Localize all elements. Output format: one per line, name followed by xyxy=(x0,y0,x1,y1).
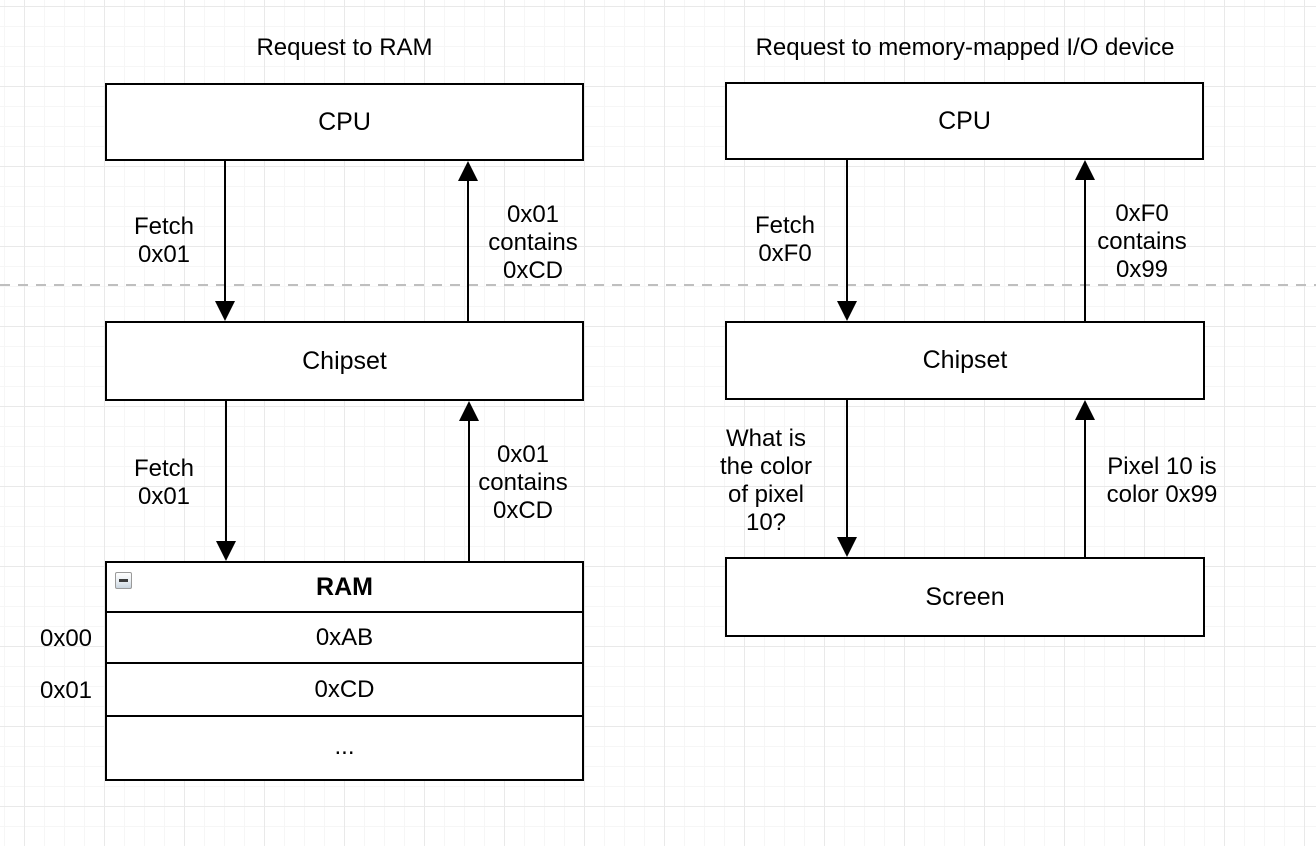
right-arrowhead-cpu-to-chipset xyxy=(837,301,857,321)
ram-table-header: RAM xyxy=(107,563,582,613)
right-screen-box[interactable]: Screen xyxy=(725,557,1205,637)
ram-cell-value: 0xCD xyxy=(314,675,375,703)
left-chipset-label: Chipset xyxy=(302,346,387,375)
ram-table[interactable]: RAM 0xAB 0xCD ... xyxy=(105,561,584,781)
right-arrow-chipset-to-screen xyxy=(846,400,848,539)
left-arrowhead-cpu-to-chipset xyxy=(215,301,235,321)
right-cpu-label: CPU xyxy=(938,106,991,135)
collapse-minus-icon[interactable] xyxy=(115,572,132,589)
right-edge-label-pixel-question: What is the color of pixel 10? xyxy=(719,425,813,536)
ram-row-1[interactable]: 0xCD xyxy=(107,664,582,717)
right-edge-label-fetch: Fetch 0xF0 xyxy=(754,212,816,267)
ram-address-label-0x01: 0x01 xyxy=(39,677,93,704)
right-arrow-cpu-to-chipset xyxy=(846,160,848,302)
left-flow-title: Request to RAM xyxy=(256,34,433,61)
right-arrow-screen-to-chipset xyxy=(1084,418,1086,557)
right-screen-label: Screen xyxy=(925,582,1005,611)
right-cpu-box[interactable]: CPU xyxy=(725,82,1204,160)
ram-address-label-0x00: 0x00 xyxy=(39,625,93,652)
right-chipset-label: Chipset xyxy=(922,346,1008,374)
right-flow-title: Request to memory-mapped I/O device xyxy=(755,34,1175,61)
left-arrow-cpu-to-chipset xyxy=(224,161,226,303)
right-arrow-chipset-to-cpu xyxy=(1084,178,1086,322)
ram-cell-value: ... xyxy=(334,733,355,760)
left-edge-label-fetch-1: Fetch 0x01 xyxy=(133,213,195,268)
left-edge-label-response-2: 0x01 contains 0xCD xyxy=(478,441,568,524)
dashed-separator-line xyxy=(0,284,1316,286)
left-arrow-chipset-to-ram xyxy=(225,401,227,541)
left-arrowhead-chipset-to-ram xyxy=(216,541,236,561)
left-arrowhead-ram-to-chipset xyxy=(459,401,479,421)
left-edge-label-response-1: 0x01 contains 0xCD xyxy=(488,201,578,284)
right-arrowhead-chipset-to-screen xyxy=(837,537,857,557)
ram-cell-value: 0xAB xyxy=(315,623,374,651)
left-arrow-ram-to-chipset xyxy=(468,419,470,561)
ram-row-0[interactable]: 0xAB xyxy=(107,613,582,664)
left-chipset-box[interactable]: Chipset xyxy=(105,321,584,401)
right-chipset-box[interactable]: Chipset xyxy=(725,321,1205,400)
right-edge-label-response: 0xF0 contains 0x99 xyxy=(1097,200,1187,283)
left-arrow-chipset-to-cpu xyxy=(467,179,469,322)
left-arrowhead-chipset-to-cpu xyxy=(458,161,478,181)
left-cpu-box[interactable]: CPU xyxy=(105,83,584,161)
right-edge-label-pixel-answer: Pixel 10 is color 0x99 xyxy=(1106,453,1218,508)
left-cpu-label: CPU xyxy=(318,107,371,136)
right-arrowhead-screen-to-chipset xyxy=(1075,400,1095,420)
ram-row-2[interactable]: ... xyxy=(107,717,582,777)
minus-glyph xyxy=(119,579,128,582)
ram-table-title: RAM xyxy=(316,572,373,601)
right-arrowhead-chipset-to-cpu xyxy=(1075,160,1095,180)
left-edge-label-fetch-2: Fetch 0x01 xyxy=(133,455,195,510)
